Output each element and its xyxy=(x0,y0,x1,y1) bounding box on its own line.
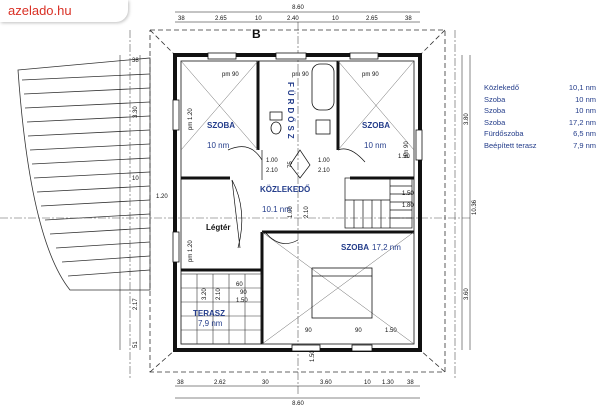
legend-name: Fürdőszoba xyxy=(484,129,524,139)
dim-left-1: 3.30 xyxy=(133,106,139,118)
dim-bottom-0: 38 xyxy=(177,380,184,386)
room-kozlekedo-name: KÖZLEKEDŐ xyxy=(260,185,310,194)
legend-value: 6,5 nm xyxy=(573,129,596,139)
dim-left-4: 51 xyxy=(133,341,139,348)
room-kozlekedo-area: 10.1 nm xyxy=(262,205,291,214)
door-swings xyxy=(227,146,366,249)
door-mark-6: 2.10 xyxy=(304,206,310,218)
misc-label-2: 1.50 xyxy=(402,191,414,197)
misc-label-5: 2.10 xyxy=(216,288,222,300)
room-legter-name: Légtér xyxy=(206,223,230,232)
area-legend: Közlekedő 10,1 nm Szoba 10 nm Szoba 10 n… xyxy=(484,82,596,152)
roof-hatch xyxy=(17,57,151,291)
dim-bottom-3: 3.60 xyxy=(320,380,332,386)
misc-label-6: 60 xyxy=(236,282,243,288)
legend-name: Szoba xyxy=(484,94,506,104)
axis-lines xyxy=(0,22,470,395)
room-szoba2-name: SZOBA xyxy=(362,121,390,130)
dim-bottom-1: 2.62 xyxy=(214,380,226,386)
misc-label-9: 90 xyxy=(305,328,312,334)
misc-label-1: 1.20 xyxy=(156,194,168,200)
outer-walls xyxy=(173,53,422,352)
legend-row: Fürdőszoba 6,5 nm xyxy=(484,128,596,140)
legend-value: 7,9 nm xyxy=(573,140,596,150)
legend-value: 17,2 nm xyxy=(568,117,596,127)
dimension-lines xyxy=(119,11,471,399)
room-szoba3-area: 17,2 nm xyxy=(372,243,401,252)
roof-outline xyxy=(149,29,446,373)
legend-name: Szoba xyxy=(484,117,506,127)
legend-value: 10 nm xyxy=(575,106,596,116)
room-szoba1-area: 10 nm xyxy=(207,141,230,150)
room-furdo-name: FÜRDŐSZ xyxy=(286,82,295,142)
legend-name: Közlekedő xyxy=(484,83,520,92)
opening-label-0: pm 90 xyxy=(222,72,239,78)
door-mark-0: 1.00 xyxy=(266,158,278,164)
misc-label-7: 90 xyxy=(240,290,247,296)
legend-row: Beépített terasz 7,9 nm xyxy=(484,140,596,152)
room-szoba1-name: SZOBA xyxy=(207,121,235,130)
legend-value: 10 nm xyxy=(575,94,596,104)
dim-top-5: 2.65 xyxy=(366,16,378,22)
dim-bottom-4: 10 xyxy=(364,380,371,386)
legend-row: Közlekedő 10,1 nm xyxy=(484,82,596,94)
legend-name: Beépített terasz xyxy=(484,140,537,150)
dim-left-2: 10 xyxy=(132,176,139,182)
opening-label-3: pm 1.20 xyxy=(188,108,194,130)
legend-row: Szoba 17,2 nm xyxy=(484,117,596,129)
bathroom-fixtures xyxy=(269,63,335,135)
opening-label-5: pm 1.20 xyxy=(188,240,194,262)
misc-label-3: 1.80 xyxy=(402,203,414,209)
dim-bottom-5: 1.30 xyxy=(382,380,394,386)
dim-left-3: 2.17 xyxy=(133,298,139,310)
dim-right-2: 3.60 xyxy=(464,288,470,300)
dim-top-0: 38 xyxy=(178,16,185,22)
site-watermark[interactable]: azelado.hu xyxy=(0,0,128,22)
dim-right-1: 10.36 xyxy=(472,199,478,215)
room-szoba2-area: 10 nm xyxy=(364,141,387,150)
legend-value: 10,1 nm xyxy=(568,83,596,92)
bed-furniture xyxy=(311,267,373,319)
interior-walls xyxy=(181,61,414,344)
room-terasz-area: 7,9 nm xyxy=(198,319,223,328)
opening-label-1: pm 90 xyxy=(292,72,309,78)
dim-bottom-total: 8.60 xyxy=(292,401,304,407)
door-mark-5: 1.00 xyxy=(288,206,294,218)
door-mark-1: 2.10 xyxy=(266,168,278,174)
misc-label-4: 3.20 xyxy=(202,288,208,300)
room-terasz-name: TERASZ xyxy=(193,309,225,318)
room-diagonals xyxy=(180,60,415,345)
windows xyxy=(172,52,423,352)
misc-label-10: 1.50 xyxy=(310,350,316,362)
legend-name: Szoba xyxy=(484,106,506,116)
section-marker-b: B xyxy=(252,27,261,41)
opening-label-2: pm 90 xyxy=(362,72,379,78)
misc-label-8: 1.50 xyxy=(236,298,248,304)
dim-bottom-6: 38 xyxy=(407,380,414,386)
dim-top-1: 2.65 xyxy=(215,16,227,22)
door-mark-2: 75 xyxy=(288,161,294,168)
terrace-grid xyxy=(180,273,262,345)
misc-label-0: 1.50 xyxy=(398,154,410,160)
dim-top-2: 10 xyxy=(255,16,262,22)
dim-top-3: 2.40 xyxy=(287,16,299,22)
room-szoba3-name: SZOBA xyxy=(341,243,369,252)
watermark-text: azelado.hu xyxy=(8,3,72,18)
dim-left-0: 38 xyxy=(132,58,139,64)
dim-top-6: 38 xyxy=(405,16,412,22)
legend-row: Szoba 10 nm xyxy=(484,94,596,106)
legend-row: Szoba 10 nm xyxy=(484,105,596,117)
dim-right-0: 3.80 xyxy=(464,113,470,125)
door-mark-4: 2.10 xyxy=(318,168,330,174)
dim-top-total: 8.60 xyxy=(292,5,304,11)
staircase xyxy=(344,177,413,229)
dim-bottom-2: 30 xyxy=(262,380,269,386)
misc-label-11: 90 xyxy=(355,328,362,334)
door-mark-3: 1.00 xyxy=(318,158,330,164)
misc-label-12: 1.50 xyxy=(385,328,397,334)
opening-label-4: pm 90 xyxy=(404,141,410,158)
dim-top-4: 10 xyxy=(332,16,339,22)
